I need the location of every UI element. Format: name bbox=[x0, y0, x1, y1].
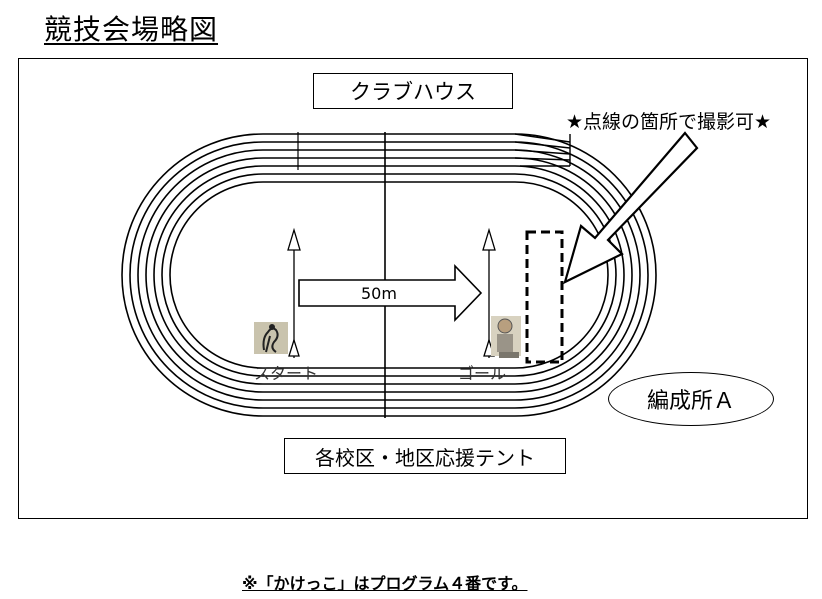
starter-figure-icon bbox=[254, 322, 288, 354]
start-up-arrow bbox=[287, 227, 301, 358]
goal-figure-icon bbox=[491, 316, 521, 358]
photo-area-note: ★点線の箇所で撮影可★ bbox=[566, 111, 772, 133]
distance-arrow bbox=[298, 264, 483, 322]
pointer-arrow bbox=[563, 131, 699, 285]
track-lane-1 bbox=[121, 133, 657, 417]
goal-label: ゴール bbox=[458, 364, 507, 383]
start-label: スタート bbox=[254, 364, 319, 383]
support-tents-box: 各校区・地区応援テント bbox=[284, 438, 566, 474]
track-lane-2 bbox=[129, 141, 649, 409]
venue-frame bbox=[18, 58, 808, 519]
track-lane-3 bbox=[137, 149, 641, 401]
page-title: 競技会場略図 bbox=[44, 13, 219, 46]
straight-extension bbox=[514, 133, 571, 167]
clubhouse-box: クラブハウス bbox=[313, 73, 513, 109]
distance-label: 50m bbox=[361, 284, 397, 303]
unit-area-oval: 編成所Ａ bbox=[608, 372, 774, 426]
track-lane-5 bbox=[153, 165, 625, 385]
track-lane-7 bbox=[169, 181, 609, 369]
photo-area-dashed bbox=[525, 230, 564, 364]
track-lane-4 bbox=[145, 157, 633, 393]
track-lane-6 bbox=[161, 173, 617, 377]
track-lanes bbox=[121, 133, 657, 417]
footer-note: ※「かけっこ」はプログラム４番です。 bbox=[242, 574, 528, 593]
